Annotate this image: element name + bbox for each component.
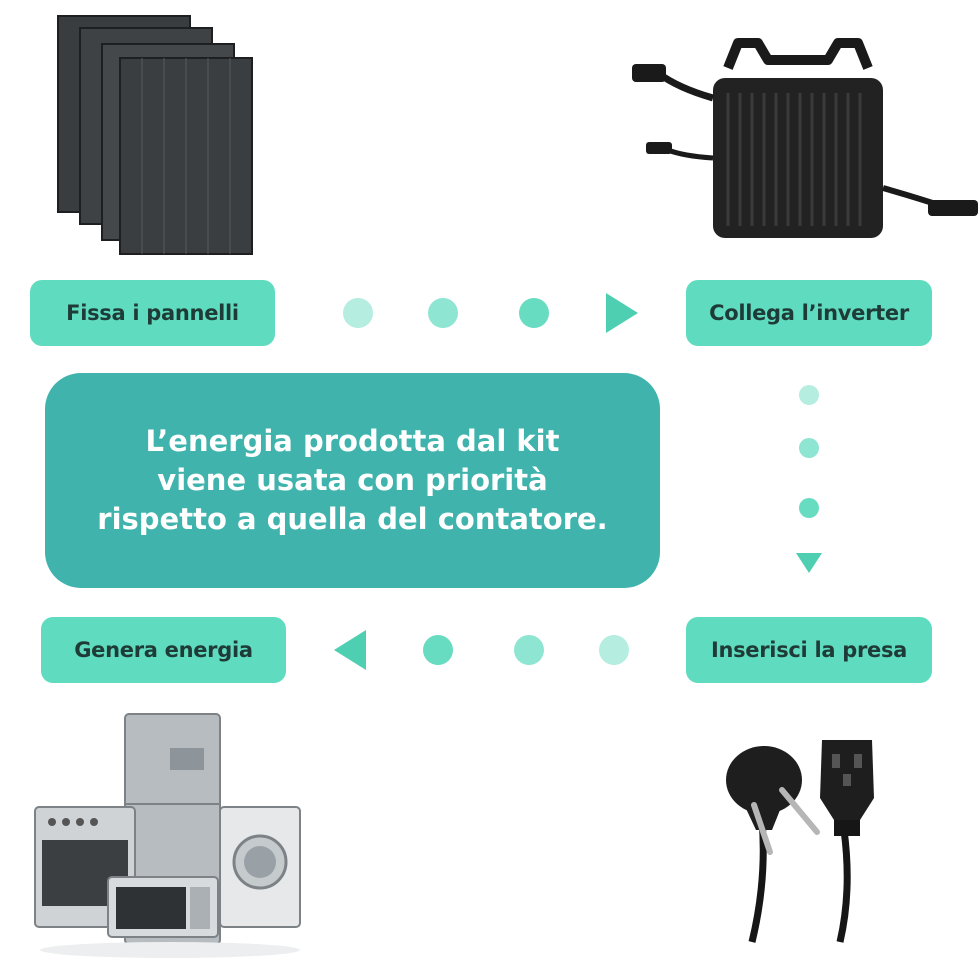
power-plug-illustration (726, 740, 874, 943)
flow-dot (799, 385, 819, 405)
step-label: Inserisci la presa (710, 638, 908, 662)
message-line-1: L’energia prodotta dal kit (145, 424, 560, 458)
flow-dot (343, 298, 373, 328)
solar-panels-illustration (57, 15, 253, 255)
arrow-down-icon (796, 553, 822, 573)
flow-dot (514, 635, 544, 665)
step-fissa-pannelli: Fissa i pannelli (30, 280, 275, 346)
flow-dot (799, 498, 819, 518)
home-appliances-illustration (34, 713, 301, 958)
step-inserisci-presa: Inserisci la presa (686, 617, 932, 683)
message-line-2: viene usata con priorità (157, 463, 548, 497)
step-label: Fissa i pannelli (66, 301, 239, 325)
flow-dot (423, 635, 453, 665)
arrow-right-icon (606, 293, 638, 333)
step-collega-inverter: Collega l’inverter (686, 280, 932, 346)
flow-dot (599, 635, 629, 665)
priority-message: L’energia prodotta dal kit viene usata c… (45, 373, 660, 588)
step-label: Collega l’inverter (709, 301, 909, 325)
flow-dot (519, 298, 549, 328)
microinverter-illustration (632, 38, 978, 238)
message-line-3: rispetto a quella del contatore. (97, 502, 608, 536)
step-label: Genera energia (74, 638, 253, 662)
arrow-left-icon (334, 630, 366, 670)
flow-dot (428, 298, 458, 328)
flow-dot (799, 438, 819, 458)
step-genera-energia: Genera energia (41, 617, 286, 683)
